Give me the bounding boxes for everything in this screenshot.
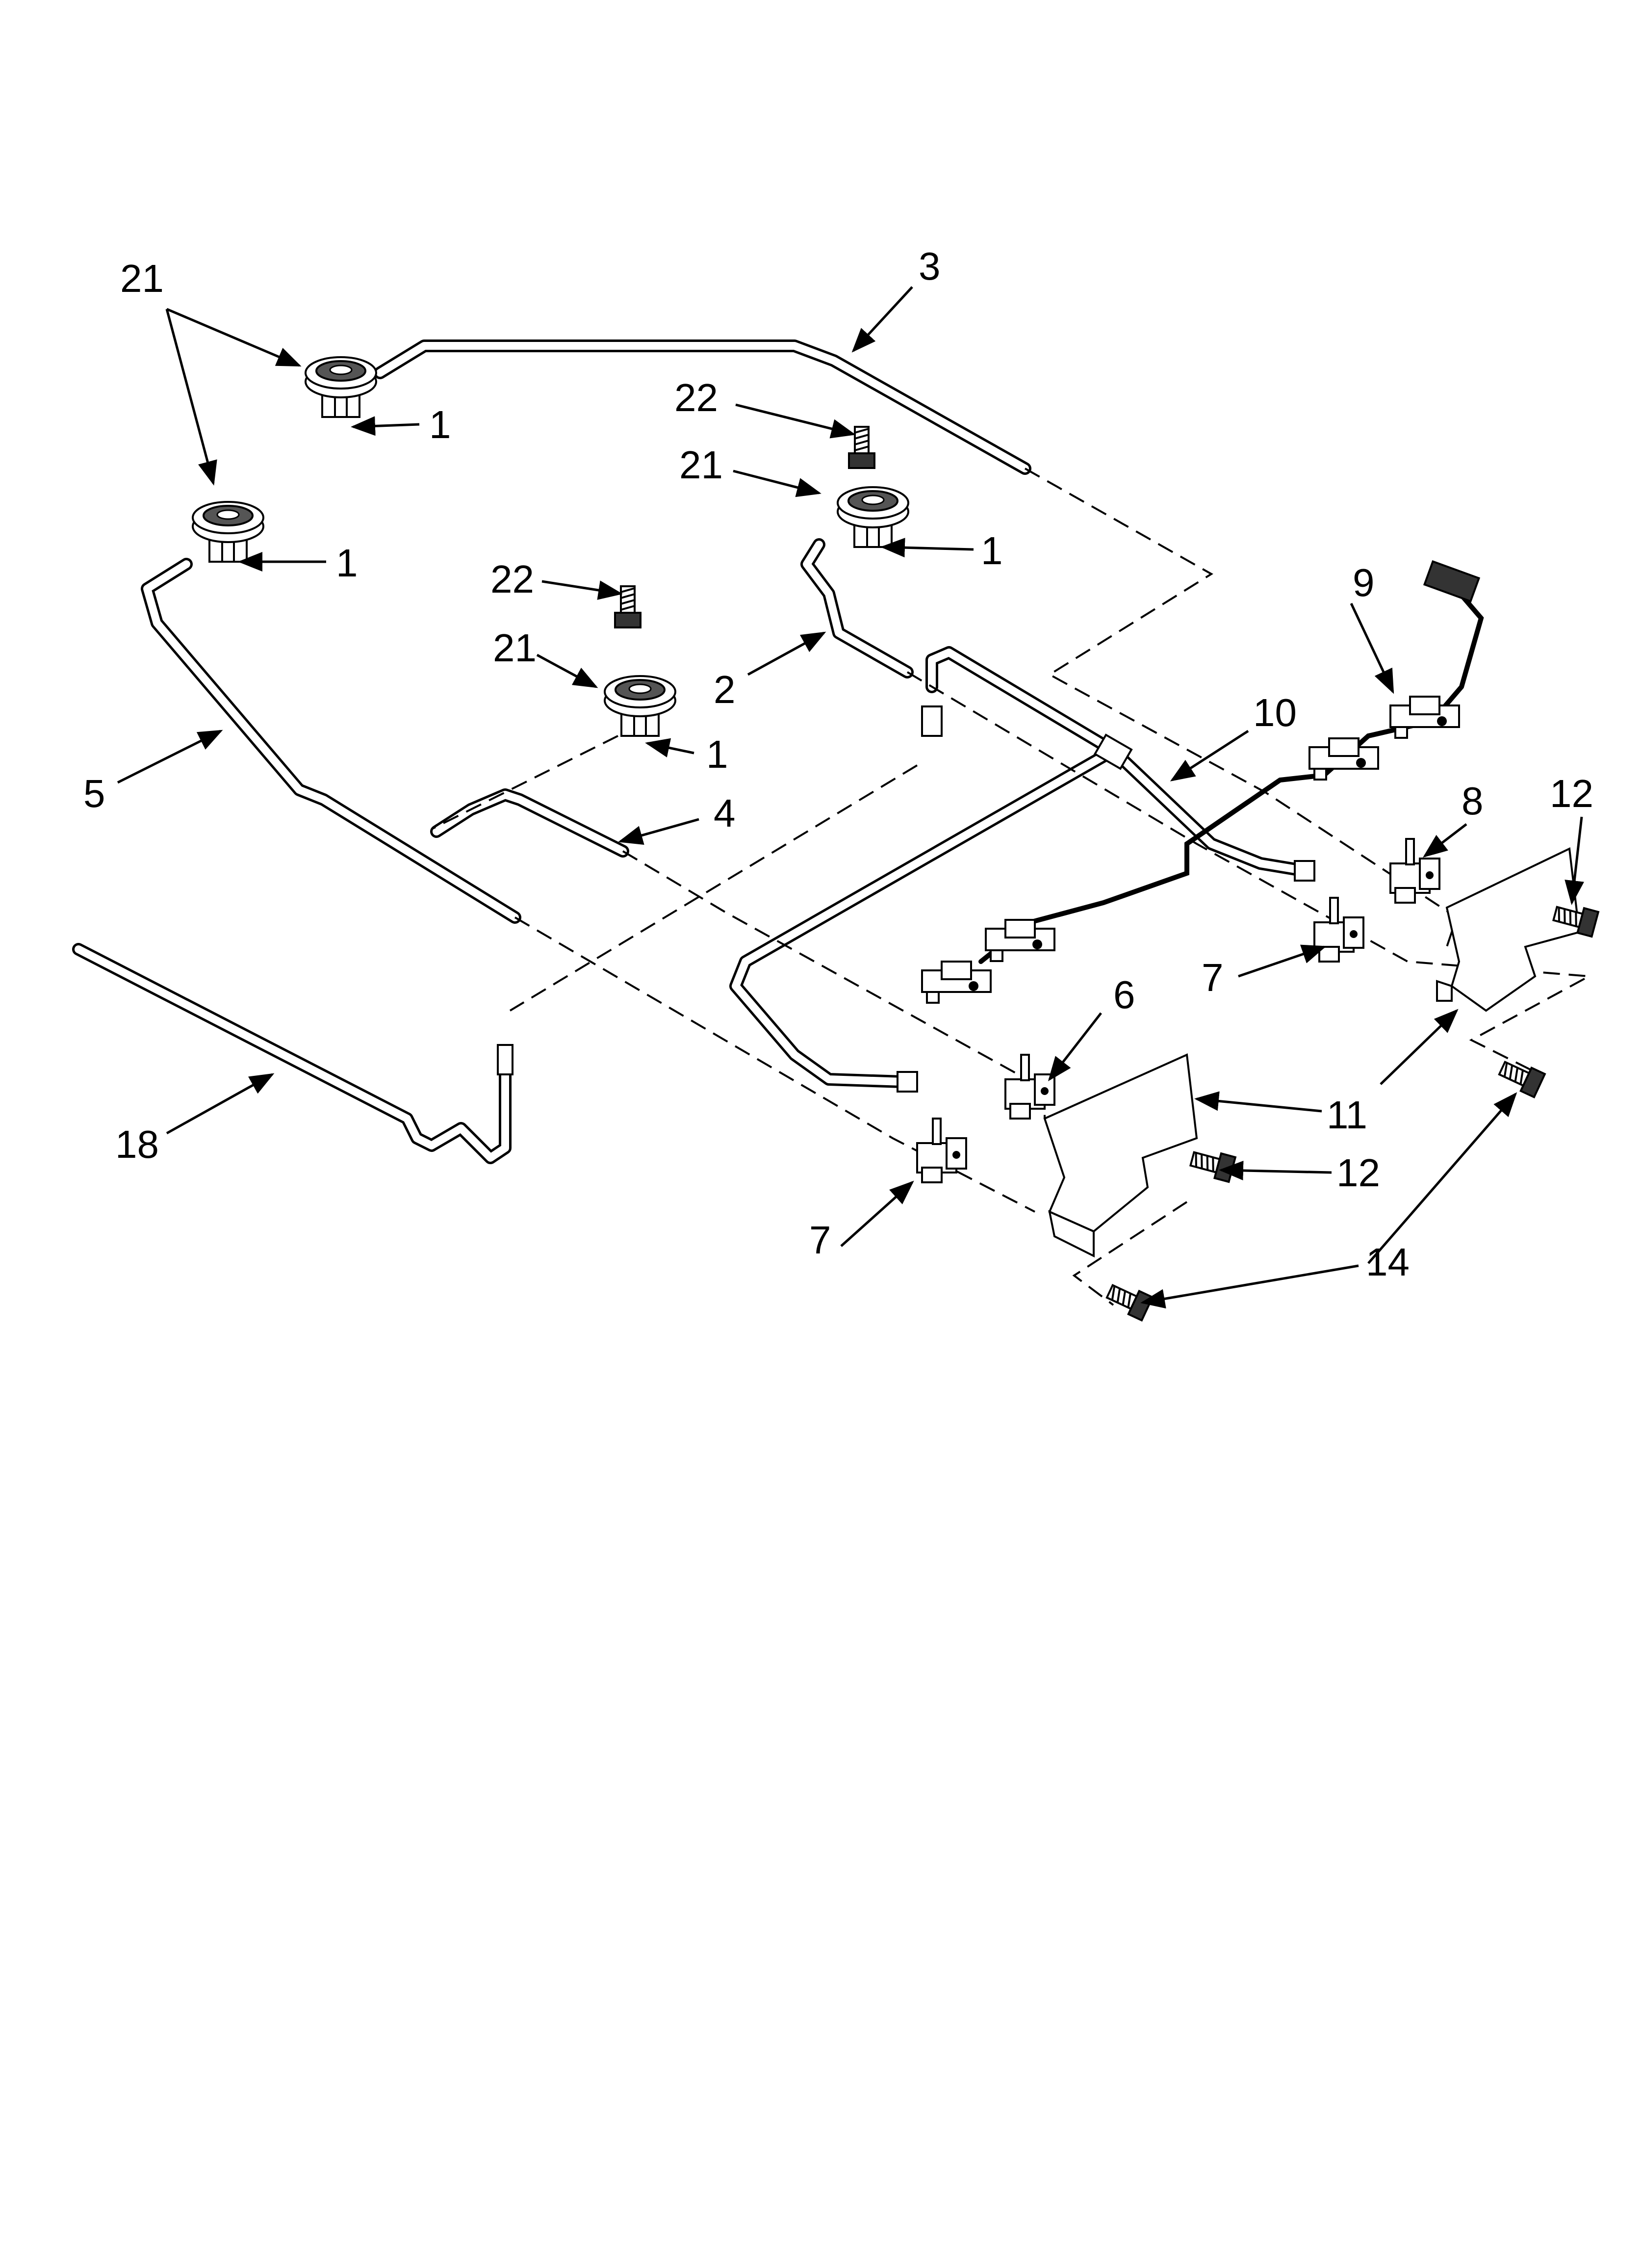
callout-7: 7	[1202, 956, 1224, 999]
callout-5: 5	[83, 772, 105, 815]
callout-3: 3	[919, 244, 941, 288]
callout-21: 21	[120, 257, 164, 300]
assembly-lines	[431, 468, 1592, 1306]
callout-6: 6	[1113, 973, 1135, 1017]
callout-1: 1	[429, 403, 451, 446]
leader-lines	[117, 286, 1584, 1309]
screw-12-front	[1188, 1146, 1236, 1183]
callout-12: 12	[1550, 772, 1593, 815]
valve-bracket-front	[1043, 1053, 1198, 1258]
callout-1: 1	[336, 541, 358, 585]
callout-22: 22	[674, 376, 718, 419]
callout-7: 7	[809, 1218, 831, 1262]
callout-8: 8	[1462, 779, 1484, 823]
callout-9: 9	[1353, 561, 1375, 604]
callout-labels: 21 3 1 22 21 1 1 22 9 21 2 10 1 5 8 12 4…	[83, 244, 1593, 1284]
callout-21: 21	[679, 443, 723, 487]
callout-18: 18	[115, 1122, 159, 1166]
callout-2: 2	[714, 668, 736, 711]
callout-21: 21	[493, 626, 537, 670]
ignition-harness-9	[921, 560, 1484, 1004]
supply-tube-18	[72, 943, 513, 1164]
valve-6	[1004, 1054, 1055, 1120]
burner-head-rear-right	[837, 486, 909, 548]
callout-4: 4	[714, 791, 736, 835]
valve-bracket-rear	[1436, 847, 1581, 1012]
callout-12: 12	[1336, 1151, 1380, 1195]
gas-tube-4	[430, 788, 629, 858]
callout-11: 11	[1327, 1093, 1367, 1137]
callout-22: 22	[490, 557, 534, 601]
valve-7-rear	[1313, 897, 1364, 963]
callout-10: 10	[1253, 691, 1297, 734]
burner-head-rear-left	[305, 356, 377, 418]
gas-tube-3	[374, 339, 1031, 475]
callout-1: 1	[981, 529, 1003, 573]
gas-tube-2	[800, 538, 914, 678]
manifold-tube-10	[729, 646, 1315, 1093]
callout-1: 1	[706, 732, 728, 776]
burner-head-front-left	[192, 501, 264, 563]
burner-head-center	[604, 675, 676, 737]
gas-tube-5	[141, 558, 521, 924]
valve-8	[1389, 838, 1440, 904]
screw-14-front	[1103, 1278, 1154, 1322]
screw-14-rear	[1495, 1055, 1546, 1098]
callout-14: 14	[1366, 1240, 1410, 1284]
